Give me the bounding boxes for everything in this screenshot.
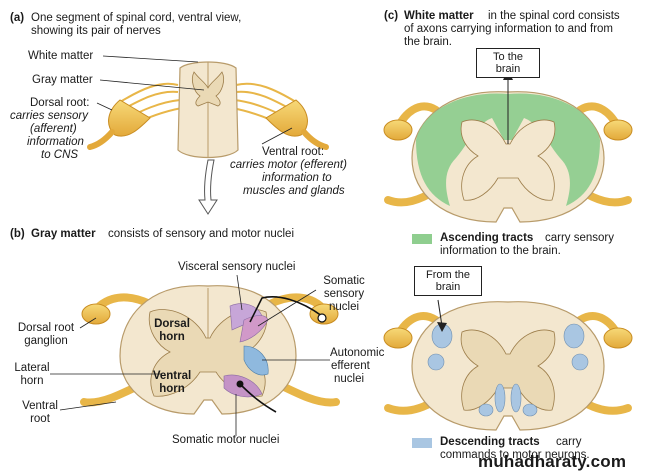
panel-c-caption-line3: the brain. — [404, 36, 452, 48]
lateral-horn-label-1: Lateral — [14, 362, 50, 374]
descending-tracts-desc-1: carry — [556, 436, 582, 448]
panel-b-tag: (b) — [10, 228, 25, 240]
panel-b-ventral-root-label-1: Ventral — [22, 400, 58, 412]
white-matter-label: White matter — [28, 50, 94, 62]
panel-b-caption-rest: consists of sensory and motor nuclei — [108, 228, 295, 240]
panel-c-caption-rest: in the spinal cord consists — [488, 10, 620, 22]
descending-tracts-desc-2: commands to motor neurons. — [440, 449, 590, 461]
from-the-brain-line2: brain — [435, 281, 461, 293]
panel-a-caption-line1: One segment of spinal cord, ventral view… — [31, 12, 242, 24]
somatic-motor-label: Somatic motor nuclei — [172, 434, 280, 446]
ascending-tracts-desc-2: information to the brain. — [440, 245, 561, 257]
panel-c-descending-illustration — [383, 299, 633, 431]
descending-tracts-region — [427, 323, 589, 417]
ventral-root-desc-2: information to — [262, 172, 332, 184]
ventral-horn-label-2: horn — [159, 383, 185, 395]
panel-b-gray-matter — [148, 309, 268, 397]
somatic-sensory-label-2: sensory — [323, 288, 365, 300]
ventral-root-desc-1: carries motor (efferent) — [230, 159, 347, 171]
panel-c-caption-bold: White matter — [404, 10, 474, 22]
ventral-root-desc-3: muscles and glands — [243, 185, 345, 197]
somatic-sensory-label-3: nuclei — [328, 301, 360, 313]
ascending-key-swatch — [412, 234, 432, 244]
panel-b-caption-bold: Gray matter — [31, 228, 96, 240]
panel-b-motor-neuron — [239, 383, 277, 413]
descending-tracts-label: Descending tracts — [440, 436, 540, 448]
autonomic-label-2: efferent — [331, 360, 370, 372]
descending-key-swatch — [412, 438, 432, 448]
dorsal-horn-label-1: Dorsal — [154, 318, 190, 330]
from-the-brain-line1: From the — [425, 269, 470, 281]
panel-a-tag: (a) — [10, 12, 25, 24]
panel-a-caption-line2: showing its pair of nerves — [31, 25, 161, 37]
somatic-sensory-label-1: Somatic — [323, 275, 365, 287]
panel-b-dorsal-root-ganglion-shape — [81, 303, 111, 325]
autonomic-label-1: Autonomic — [330, 347, 385, 359]
panel-a-right-nerve — [265, 99, 308, 137]
panel-b-sensory-neuron — [249, 296, 323, 323]
panel-c-tag: (c) — [384, 10, 399, 22]
dorsal-root-desc-1: carries sensory — [10, 110, 88, 122]
dorsal-root-desc-4: to CNS — [41, 149, 79, 161]
ventral-horn-label-1: Ventral — [152, 370, 192, 382]
watermark: muhadharaty.com — [478, 452, 627, 471]
panel-b-illustration — [50, 274, 340, 436]
dorsal-root-desc-3: information — [27, 136, 84, 148]
panel-a-gray-matter — [192, 71, 224, 107]
dorsal-root-ganglion-label-1: Dorsal root — [17, 322, 75, 334]
panel-a-nerve-rootlets — [117, 82, 297, 133]
dorsal-root-title: Dorsal root: — [30, 97, 90, 109]
gray-matter-label: Gray matter — [32, 74, 93, 86]
to-the-brain-line2: brain — [495, 63, 521, 75]
panel-c-ascending-illustration — [383, 70, 633, 223]
autonomic-efferent-nuclei-region — [243, 345, 269, 376]
to-the-brain-line1: To the — [493, 51, 523, 63]
from-the-brain-box: From the brain — [414, 266, 482, 296]
panel-a-left-nerve — [108, 99, 151, 137]
autonomic-label-3: nuclei — [334, 373, 365, 385]
ventral-root-title: Ventral root: — [262, 146, 325, 158]
panel-c-bottom-gray-matter — [460, 329, 556, 411]
lateral-horn-label-2: horn — [20, 375, 44, 387]
panel-a-down-arrow — [198, 159, 218, 215]
visceral-sensory-label: Visceral sensory nuclei — [178, 261, 296, 273]
panel-c-top-gray-matter — [460, 119, 556, 201]
panel-a-illustration — [87, 55, 329, 215]
dorsal-root-desc-2: (afferent) — [30, 123, 77, 135]
dorsal-root-ganglion-label-2: ganglion — [24, 335, 68, 347]
panel-b-ventral-root-label-2: root — [30, 413, 50, 425]
ascending-tracts-label: Ascending tracts — [440, 232, 534, 244]
to-the-brain-box: To the brain — [476, 48, 540, 78]
dorsal-horn-label-2: horn — [159, 331, 185, 343]
ascending-tracts-desc-1: carry sensory — [545, 232, 615, 244]
panel-c-caption-line2: of axons carrying information to and fro… — [404, 23, 614, 35]
